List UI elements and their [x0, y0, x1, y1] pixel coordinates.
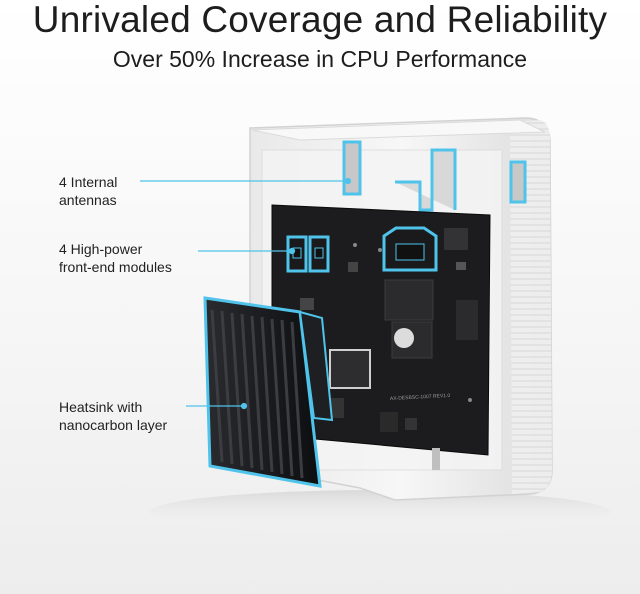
callout-heatsink-line1: Heatsink with	[59, 399, 143, 415]
heatsink-fins-icon	[203, 296, 334, 488]
internal-antenna-icon	[342, 140, 527, 212]
callout-modules-line2: front-end modules	[59, 259, 172, 275]
callout-dot-icon	[240, 402, 248, 410]
front-end-module-right	[382, 226, 438, 272]
callout-label-modules: 4 High-power front-end modules	[59, 240, 172, 276]
callout-antennas-line2: antennas	[59, 192, 117, 208]
headline-subtitle: Over 50% Increase in CPU Performance	[112, 46, 528, 72]
callout-dot-icon	[344, 177, 352, 185]
callout-label-heatsink: Heatsink with nanocarbon layer	[59, 398, 167, 434]
floor-shadow	[150, 490, 610, 534]
headline-title: Unrivaled Coverage and Reliability	[32, 0, 608, 40]
callout-modules-line1: 4 High-power	[59, 241, 143, 257]
callout-dot-icon	[288, 247, 296, 255]
board-marking: AX-DESBSC-1007 REV1.0	[390, 393, 451, 402]
callout-label-antennas: 4 Internal antennas	[59, 173, 117, 209]
callout-antennas-line1: 4 Internal	[59, 174, 118, 190]
callout-heatsink-line2: nanocarbon layer	[59, 417, 168, 433]
callout-lines	[140, 177, 352, 410]
